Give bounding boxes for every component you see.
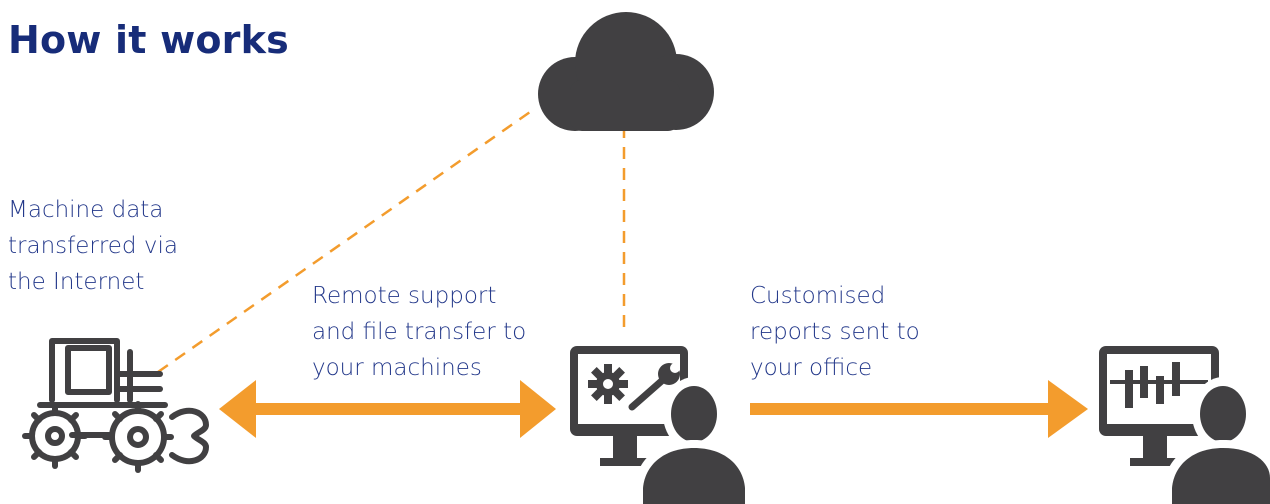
page-title: How it works (8, 18, 289, 62)
machine-data-line-2: transferred via (8, 233, 178, 259)
remote-support-line-3: your machines (312, 355, 482, 381)
reports-arrow (750, 380, 1088, 438)
internet-dashed-line (157, 110, 531, 374)
rear-gear-teeth (22, 403, 88, 469)
remote-support-label: Remote support and file transfer to your… (312, 278, 526, 386)
remote-support-double-arrow (219, 380, 556, 438)
tractor-icon (22, 338, 209, 473)
machine-data-line-1: Machine data (8, 197, 164, 223)
cloud-icon (538, 12, 714, 131)
reports-label: Customised reports sent to your office (750, 278, 920, 386)
support-person-icon (635, 377, 753, 504)
front-gear-teeth (102, 401, 174, 473)
remote-support-line-1: Remote support (312, 283, 497, 309)
remote-support-line-2: and file transfer to (312, 319, 527, 345)
wrench-icon (628, 363, 680, 411)
machine-data-label: Machine data transferred via the Interne… (8, 192, 178, 300)
support-workstation-icon (570, 346, 753, 504)
office-report-workstation-icon (1099, 346, 1270, 504)
machine-data-line-3: the Internet (8, 269, 145, 295)
reports-line-1: Customised (750, 283, 886, 309)
bar-chart-icon (1110, 362, 1208, 408)
reports-line-2: reports sent to (750, 319, 920, 345)
reports-line-3: your office (750, 355, 873, 381)
office-person-icon (1164, 377, 1270, 504)
